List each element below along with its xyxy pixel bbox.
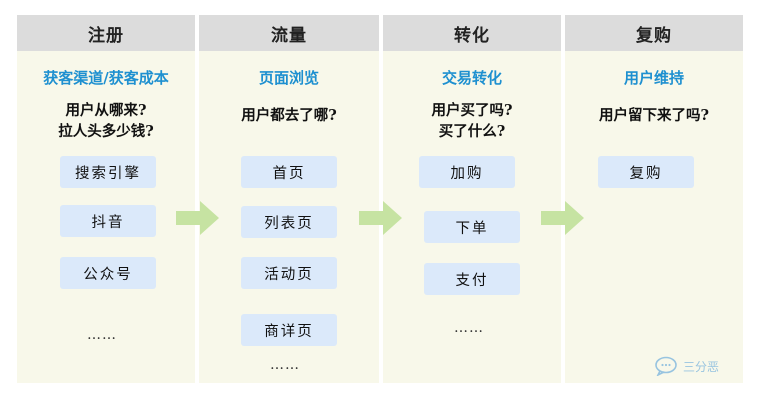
page-box: 首页 <box>241 156 337 188</box>
column-subtitle: 页面浏览 <box>258 69 319 87</box>
question-line: 用户从哪来? <box>65 102 147 119</box>
question-line: 用户都去了哪? <box>241 107 337 124</box>
ellipsis: …… <box>454 320 484 336</box>
right-arrow-icon <box>359 201 402 235</box>
column-header: 转化 <box>383 15 561 51</box>
ellipsis: …… <box>87 327 117 343</box>
column-subtitle: 获客渠道/获客成本 <box>43 69 169 87</box>
channel-box: 搜索引擎 <box>60 156 156 188</box>
channel-box: 抖音 <box>60 205 156 237</box>
ellipsis: …… <box>270 357 300 373</box>
right-arrow-icon <box>176 201 219 235</box>
watermark-text: 三分恶 <box>683 359 720 374</box>
stage-column-traffic: 流量 页面浏览 用户都去了哪? 首页 列表页 活动页 商详页 …… <box>199 15 379 383</box>
chat-bubble-icon <box>655 356 677 376</box>
page-box: 列表页 <box>241 206 337 238</box>
stage-column-conversion: 转化 交易转化 用户买了吗? 买了什么? 加购 下单 支付 …… <box>383 15 561 383</box>
column-subtitle: 交易转化 <box>441 69 502 87</box>
page-box: 活动页 <box>241 257 337 289</box>
right-arrow-icon <box>541 201 584 235</box>
column-header: 注册 <box>17 15 195 51</box>
stage-column-register: 注册 获客渠道/获客成本 用户从哪来? 拉人头多少钱? 搜索引擎 抖音 公众号 … <box>17 15 195 383</box>
watermark: 三分恶 <box>655 356 719 376</box>
channel-box: 公众号 <box>60 257 156 289</box>
action-box: 支付 <box>424 263 520 295</box>
action-box: 下单 <box>424 211 520 243</box>
column-subtitle: 用户维持 <box>623 69 684 87</box>
page-box: 商详页 <box>241 314 337 346</box>
question-line: 用户留下来了吗? <box>599 107 709 124</box>
stage-column-repurchase: 复购 用户维持 用户留下来了吗? 复购 <box>565 15 743 383</box>
question-line: 拉人头多少钱? <box>58 123 154 140</box>
column-header: 流量 <box>199 15 379 51</box>
question-line: 买了什么? <box>438 123 506 140</box>
action-box: 复购 <box>598 156 694 188</box>
question-line: 用户买了吗? <box>431 102 513 119</box>
column-header: 复购 <box>565 15 743 51</box>
action-box: 加购 <box>419 156 515 188</box>
